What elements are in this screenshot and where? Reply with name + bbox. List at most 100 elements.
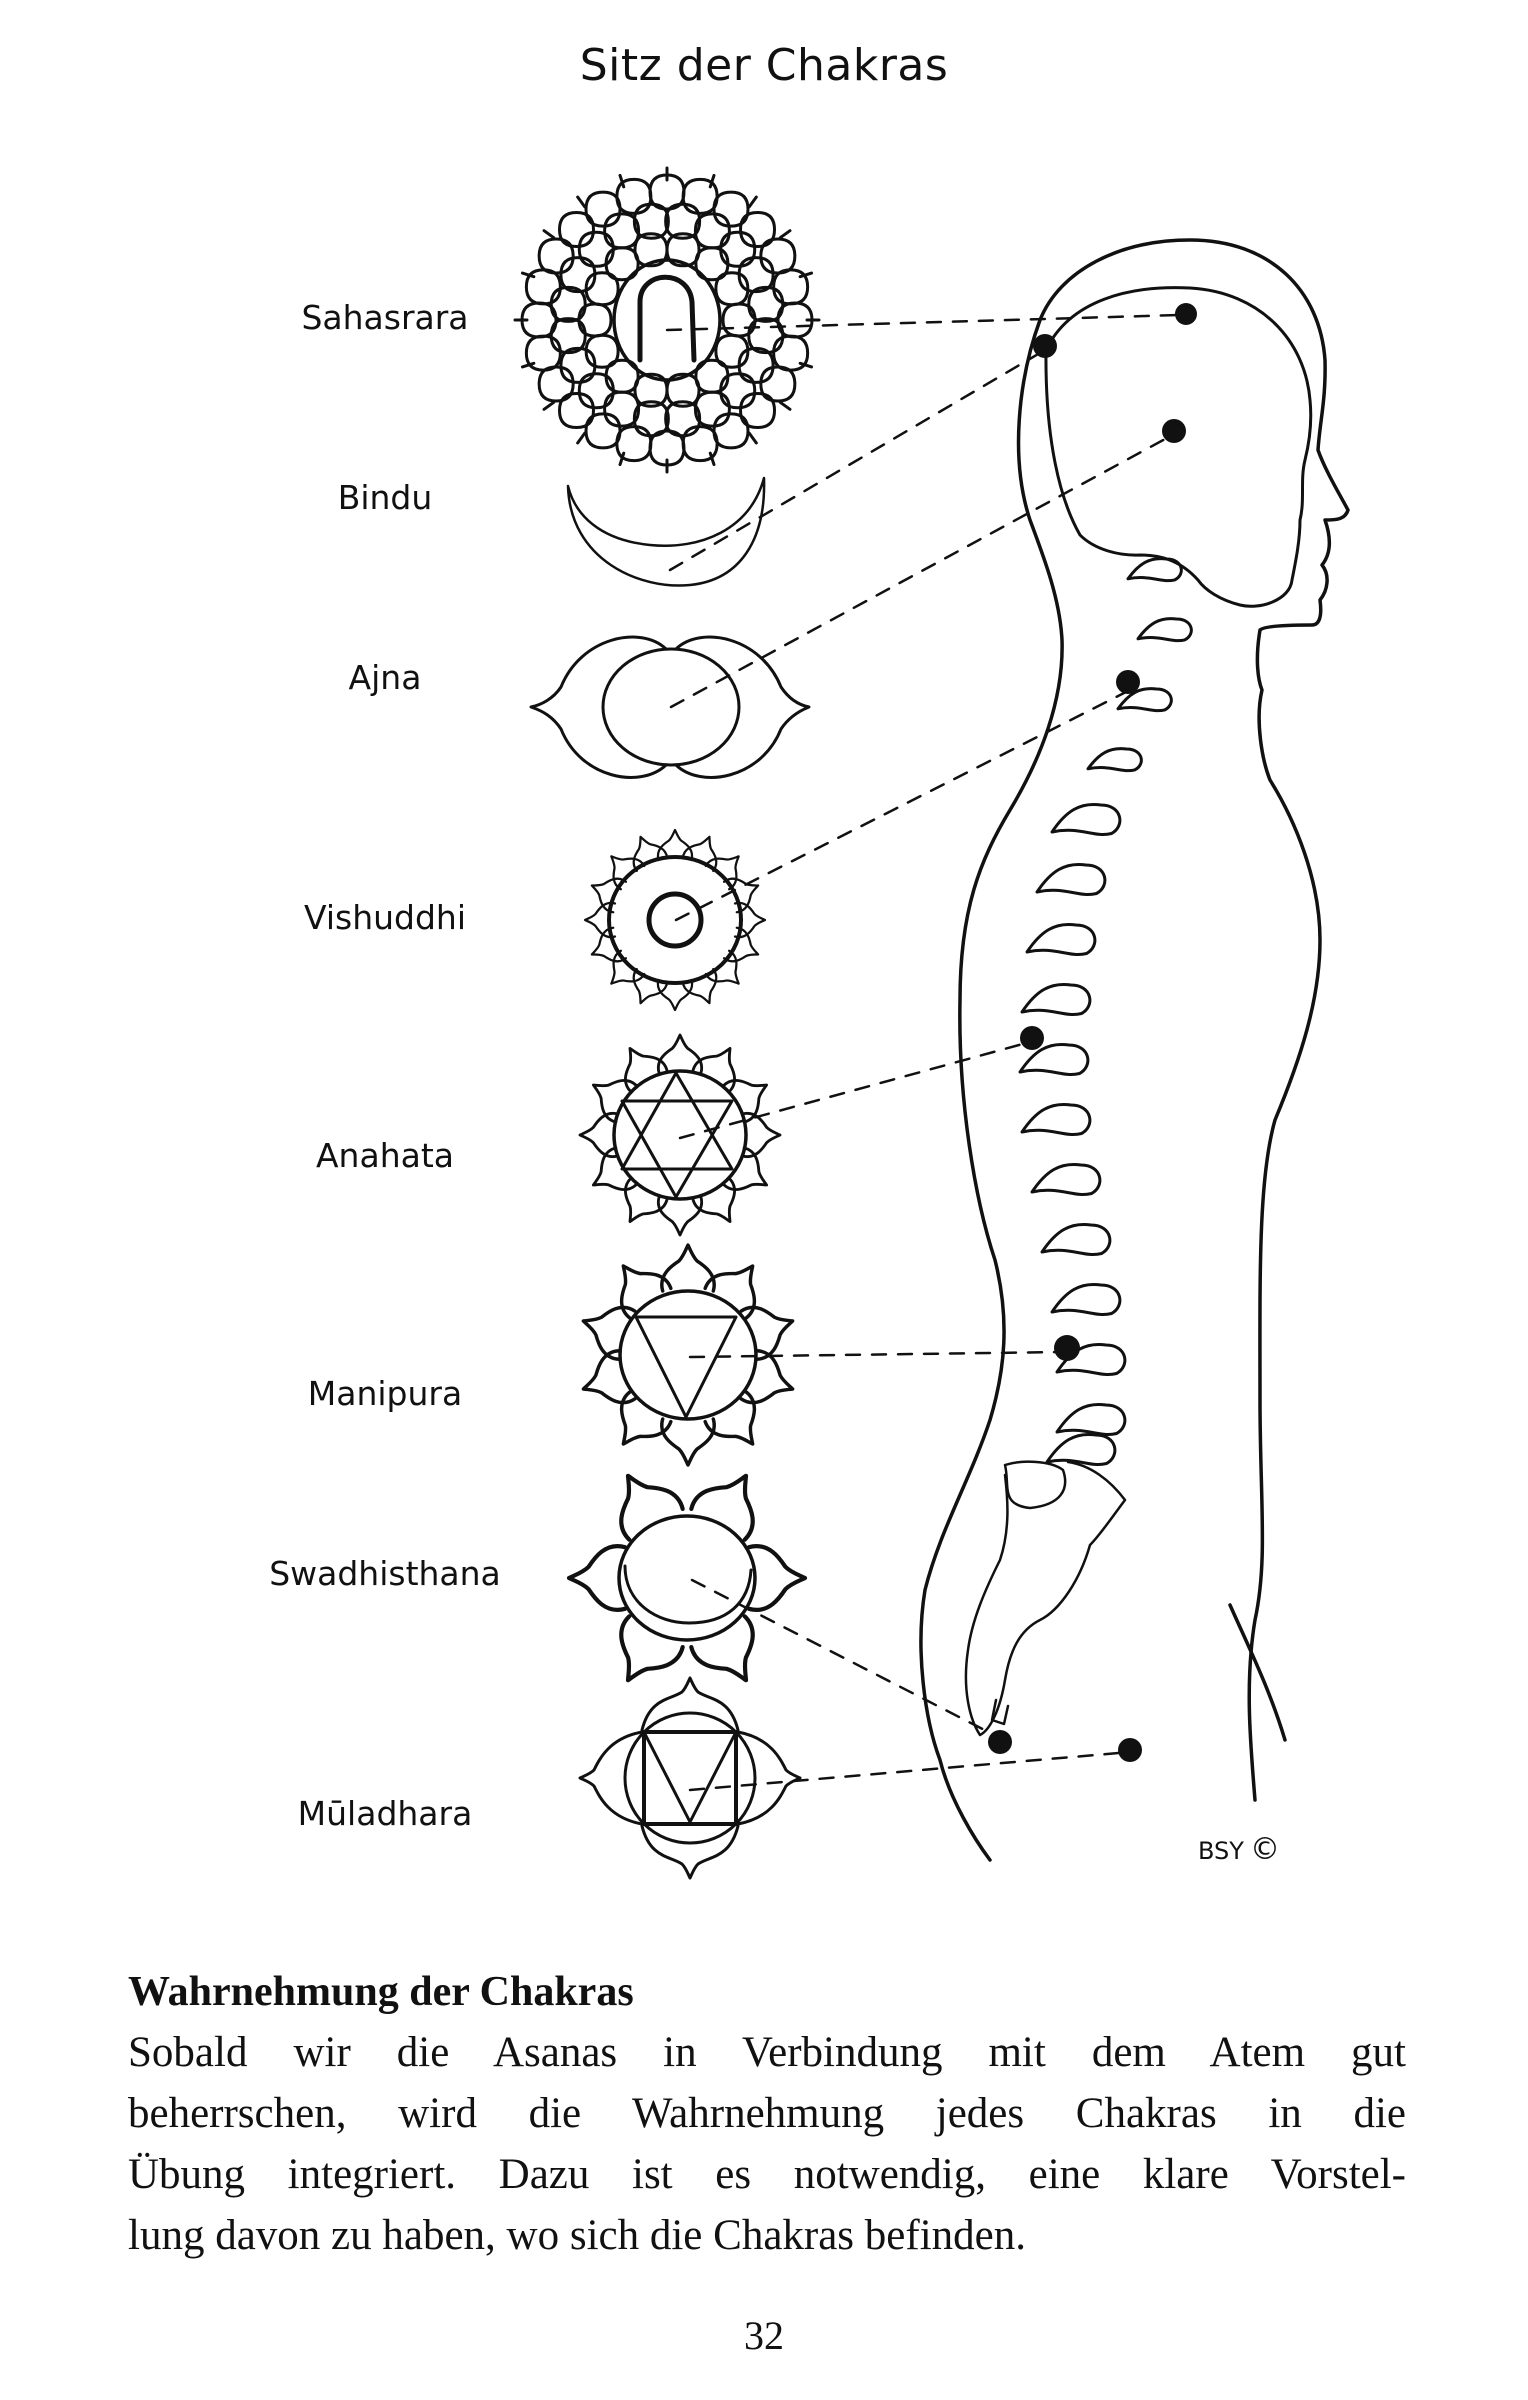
point-ajna	[1162, 419, 1186, 443]
lotus-cell	[693, 390, 731, 428]
vertebra	[1050, 802, 1122, 836]
chakra-label-anahata: Anahata	[315, 1136, 454, 1175]
lotus-cell	[772, 268, 810, 306]
lotus-petal	[600, 1460, 683, 1540]
lotus-tip	[618, 451, 626, 467]
page-number: 32	[744, 2313, 784, 2358]
lotus-cell	[584, 190, 622, 228]
lotus-tip	[576, 195, 587, 209]
lotus-cell	[577, 302, 613, 338]
illustration-credit: BSY©	[1198, 1832, 1280, 1867]
lotus-cell	[712, 190, 750, 228]
lotus-cell	[747, 285, 785, 323]
lotus-cell	[632, 400, 670, 438]
lotus-cell	[693, 212, 731, 250]
point-sahasrara	[1175, 303, 1197, 325]
vertebra	[1018, 1042, 1090, 1076]
lotus-tip	[520, 271, 536, 279]
vertebra	[1020, 982, 1092, 1016]
lotus-tip	[708, 451, 716, 467]
muladhara-symbol	[578, 1676, 802, 1880]
point-muladhara	[1118, 1738, 1142, 1762]
lotus-cell	[603, 212, 641, 250]
vertebra	[1050, 1282, 1122, 1316]
lotus-petal	[584, 926, 628, 972]
point-bindu	[1033, 334, 1057, 358]
lotus-cell	[719, 230, 757, 268]
vertebra	[1025, 922, 1097, 956]
body-line: lung davon zu haben, wo sich die Chakras…	[128, 2212, 1026, 2259]
lotus-cell	[737, 346, 775, 384]
vertebra	[1055, 1402, 1127, 1436]
vertebra	[1045, 1432, 1117, 1466]
lotus-petal	[749, 1546, 805, 1610]
spine-vertebrae	[1018, 557, 1193, 1466]
lotus-cell	[559, 256, 597, 294]
lotus-cell	[737, 256, 775, 294]
point-manipura	[1054, 1335, 1080, 1361]
lotus-petal	[690, 1460, 773, 1540]
lotus-cell	[712, 412, 750, 450]
lotus-cell	[664, 202, 702, 240]
lotus-tip	[542, 229, 556, 240]
lotus-petal	[584, 868, 628, 914]
swadhisthana-symbol	[569, 1460, 805, 1696]
chakra-label-ajna: Ajna	[348, 658, 422, 697]
lotus-cell	[603, 390, 641, 428]
lotus-cell	[665, 232, 701, 268]
sacrum	[964, 1460, 1127, 1737]
lotus-tip	[778, 400, 792, 411]
chakra-label-sahasrara: Sahasrara	[301, 298, 469, 337]
connector-lines	[665, 313, 1182, 1792]
lotus-petal	[600, 1616, 683, 1696]
lotus-cell	[681, 425, 719, 463]
sahasrara-symbol	[513, 166, 821, 474]
chakra-label-swadhisthana: Swadhisthana	[269, 1554, 501, 1593]
lotus-cell	[537, 237, 575, 275]
chakra-illustration	[513, 166, 1350, 1880]
body-line: Übung integriert. Dazu ist es notwendig,…	[128, 2151, 1406, 2198]
lotus-petal	[722, 926, 766, 972]
lotus-tip	[798, 271, 814, 279]
lotus-cell	[537, 365, 575, 403]
lotus-tip	[747, 195, 758, 209]
lotus-cell	[632, 202, 670, 240]
lotus-cell	[664, 400, 702, 438]
lotus-tip	[747, 431, 758, 445]
chakra-label-bindu: Bindu	[337, 478, 433, 517]
lotus-cell	[577, 230, 615, 268]
section-heading: Wahrnehmung der Chakras	[128, 1969, 634, 2015]
lotus-cell	[557, 210, 595, 248]
vertebra	[1040, 1222, 1112, 1256]
body-paragraph: Sobald wir die Asanas in Verbindung mit …	[128, 2022, 1406, 2266]
ajna-symbol	[529, 635, 811, 779]
lotus-cell	[559, 346, 597, 384]
copyright-icon: ©	[1249, 1832, 1280, 1867]
lotus-petal	[690, 1616, 773, 1696]
manipura-symbol	[573, 1243, 803, 1467]
lotus-cell	[739, 210, 777, 248]
lotus-petal	[569, 1546, 625, 1610]
lotus-cell	[759, 365, 797, 403]
body-line: Sobald wir die Asanas in Verbindung mit …	[128, 2029, 1406, 2076]
lotus-cell	[719, 372, 757, 410]
lotus-tip	[798, 361, 814, 369]
chakra-label-manipura: Manipura	[307, 1374, 463, 1413]
chakra-points	[988, 303, 1197, 1762]
vertebra	[1116, 687, 1173, 713]
lotus-cell	[577, 372, 615, 410]
lotus-tip	[542, 400, 556, 411]
lotus-tip	[778, 229, 792, 240]
body-line: beherrschen, wird die Wahrnehmung jedes …	[128, 2090, 1406, 2137]
anahata-symbol	[578, 1033, 782, 1237]
vertebra	[1020, 1102, 1092, 1136]
page-title: Sitz der Chakras	[579, 40, 949, 91]
human-body-outline	[919, 238, 1350, 1862]
chakra-label-muladhara: Mūladhara	[297, 1794, 473, 1833]
lotus-cell	[665, 372, 701, 408]
lotus-cell	[557, 392, 595, 430]
vertebra	[1126, 557, 1183, 583]
lotus-tip	[520, 361, 536, 369]
vertebra	[1035, 862, 1107, 896]
point-vishuddhi	[1116, 670, 1140, 694]
